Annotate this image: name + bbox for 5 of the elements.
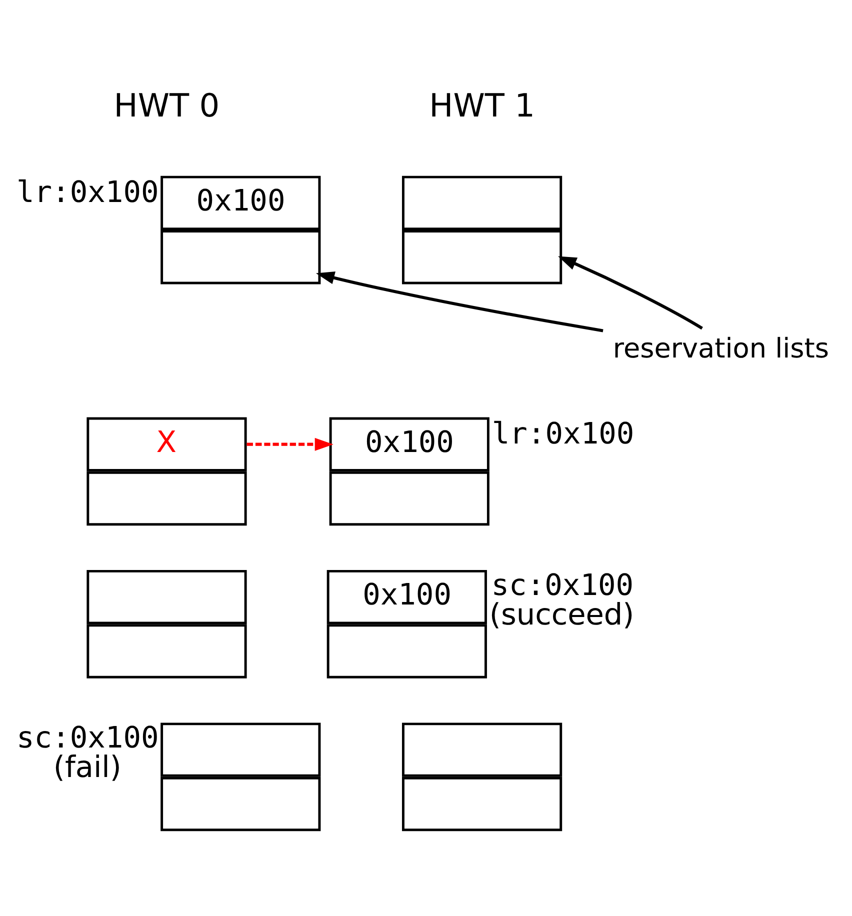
node-label: lr:0x100 [492,416,634,450]
node-text: reservation lists [612,333,830,364]
label: HWT 1 [429,86,535,124]
label: HWT 0 [114,86,220,124]
node-label: lr:0x100 [16,174,159,208]
